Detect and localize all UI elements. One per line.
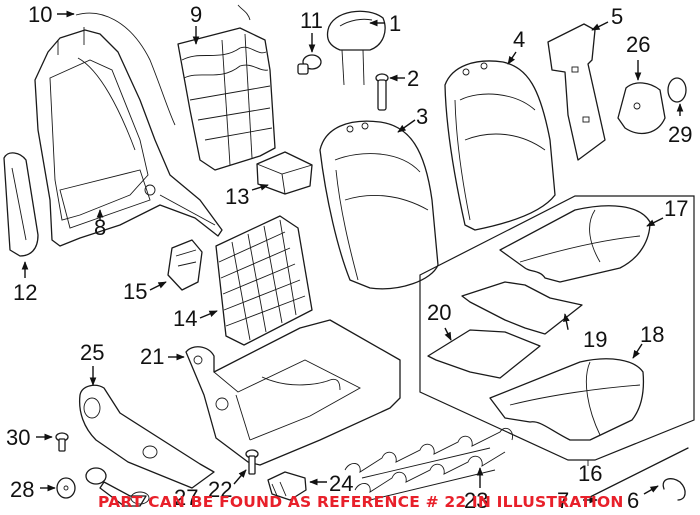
callout-1[interactable]: 1 [389, 11, 401, 36]
callout-8[interactable]: 8 [94, 215, 106, 240]
callout-15[interactable]: 15 [123, 279, 147, 304]
callout-3[interactable]: 3 [416, 104, 428, 129]
callout-6[interactable]: 6 [627, 488, 639, 513]
part-25-side-cover[interactable] [78, 384, 215, 489]
callout-19[interactable]: 19 [583, 327, 607, 352]
part-17-cushion-cover[interactable] [499, 205, 651, 283]
part-23-seat-springs[interactable] [344, 427, 513, 501]
callout-24[interactable]: 24 [329, 471, 353, 496]
part-16-cushion-group-box [419, 195, 695, 461]
part-18-cushion-foam[interactable] [489, 358, 645, 441]
part-26-recliner-cover[interactable] [617, 82, 666, 135]
part-30-bolt[interactable] [55, 432, 69, 452]
callout-2[interactable]: 2 [407, 66, 419, 91]
callout-13[interactable]: 13 [225, 184, 249, 209]
part-22-bolt[interactable] [245, 449, 259, 475]
part-10-cable[interactable] [75, 12, 176, 126]
callout-18[interactable]: 18 [640, 322, 664, 347]
part-29-cap[interactable] [667, 77, 687, 103]
reference-notice: PART CAN BE FOUND AS REFERENCE # 22 IN I… [98, 493, 624, 511]
leader-lines [21, 10, 684, 504]
callout-9[interactable]: 9 [190, 2, 202, 27]
callout-7[interactable]: 7 [557, 488, 569, 513]
part-21-seat-frame[interactable] [185, 319, 401, 466]
callout-16[interactable]: 16 [578, 461, 602, 486]
callout-25[interactable]: 25 [80, 340, 104, 365]
callout-14[interactable]: 14 [173, 306, 197, 331]
part-14-back-panel[interactable] [215, 215, 313, 346]
callout-28[interactable]: 28 [10, 477, 34, 502]
callout-11[interactable]: 11 [300, 8, 323, 33]
callout-20[interactable]: 20 [427, 300, 451, 325]
part-19-pad[interactable] [461, 281, 583, 335]
callout-30[interactable]: 30 [6, 425, 30, 450]
part-8-backrest-frame[interactable] [34, 27, 223, 247]
part-20-pad[interactable] [427, 329, 541, 379]
part-13-foam-block[interactable] [256, 151, 313, 195]
callout-17[interactable]: 17 [664, 196, 688, 221]
part-3-backrest-cover[interactable] [319, 120, 439, 290]
callout-29[interactable]: 29 [668, 122, 692, 147]
part-7-rod[interactable] [589, 447, 689, 498]
part-9-lumbar-support[interactable] [177, 4, 276, 171]
part-12-side-trim[interactable] [3, 152, 39, 257]
callout-23[interactable]: 23 [464, 488, 488, 513]
part-11-clip[interactable] [297, 54, 322, 75]
part-27-link[interactable] [85, 467, 150, 507]
callout-labels: 10 9 11 1 2 3 4 5 26 29 13 8 12 15 14 21… [6, 2, 692, 513]
part-2-headrest-guide[interactable] [375, 73, 389, 111]
part-4-backrest-pad[interactable] [444, 60, 556, 231]
callout-4[interactable]: 4 [513, 27, 525, 52]
part-15-switch[interactable] [167, 239, 203, 291]
callout-10[interactable]: 10 [28, 2, 52, 27]
part-28-washer[interactable] [56, 477, 76, 499]
part-6-hook[interactable] [662, 478, 686, 501]
callout-21[interactable]: 21 [140, 344, 164, 369]
callout-27[interactable]: 27 [174, 485, 198, 510]
part-24-connector[interactable] [267, 471, 307, 501]
part-5-backrest-panel[interactable] [547, 23, 606, 161]
callout-22[interactable]: 22 [208, 477, 232, 502]
callout-5[interactable]: 5 [611, 4, 623, 29]
callout-12[interactable]: 12 [13, 280, 37, 305]
callout-26[interactable]: 26 [626, 32, 650, 57]
